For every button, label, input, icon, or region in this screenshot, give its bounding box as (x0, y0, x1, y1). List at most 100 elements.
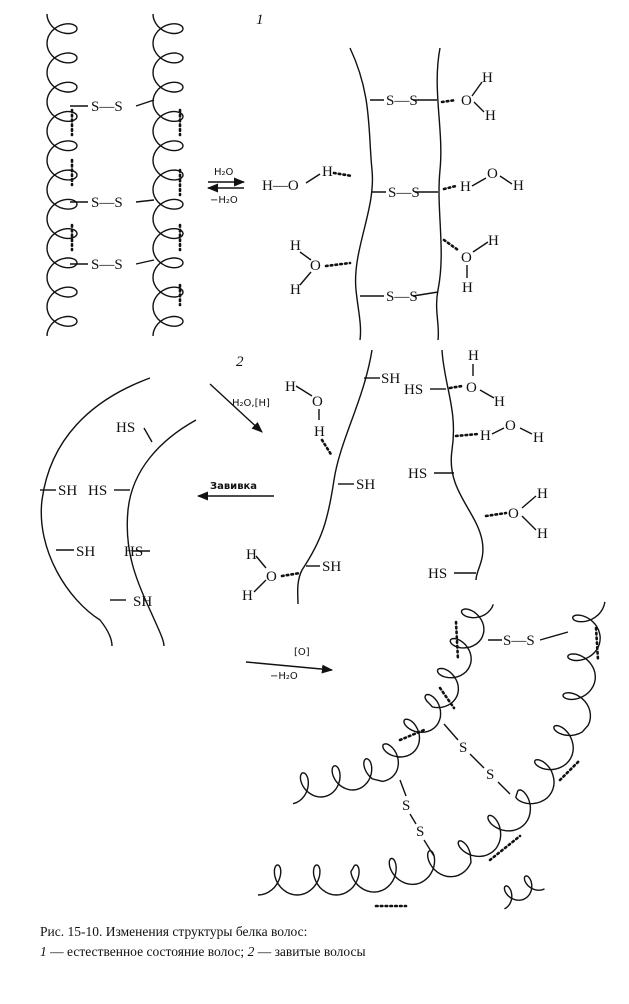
water-hydrogen: H (314, 424, 325, 440)
water-bonds (471, 81, 485, 113)
water-bonds (521, 495, 537, 531)
reduced-chains: SH SH SH HS HS HS H O H H O H H O H H O … (242, 348, 548, 605)
chain-outer (40, 377, 151, 647)
stage-label-2: 2 (236, 354, 244, 370)
hbond-dots (454, 620, 460, 662)
disulfide-bond: S—S (386, 93, 418, 109)
oxidation-water-condition: −H₂O (270, 671, 298, 682)
water-bonds (499, 175, 513, 185)
water-bonds (253, 579, 267, 593)
hbond-dots (280, 571, 302, 578)
stage-label-1: 1 (256, 12, 264, 28)
hbond-dots (558, 758, 582, 782)
native-helices: S—S S—S S—S (46, 13, 184, 337)
water-hydrogen: H (462, 280, 473, 296)
water-oxygen: O (505, 418, 516, 434)
water-hydrogen: H (480, 428, 491, 444)
hbond-dots (442, 184, 458, 191)
legend-num-1: 1 (40, 944, 47, 959)
helix-right-chain (152, 13, 184, 337)
water-hydrogen: H (482, 70, 493, 86)
ss-bond-line (469, 753, 485, 769)
helix-inner-chain (257, 601, 606, 896)
ss-bond-line (70, 259, 155, 265)
curled-helices: S—S S S S S (257, 601, 606, 910)
dehydration-condition: −H₂O (210, 195, 238, 206)
ss-bond-line (497, 781, 511, 795)
water-oxygen: O (310, 258, 321, 274)
thiol-group: SH (133, 594, 152, 610)
chain-right (441, 349, 484, 581)
ss-bond-line (423, 839, 435, 857)
disulfide-bond: S—S (388, 185, 420, 201)
caption-legend: 1 — естественное состояние волос; 2 — за… (40, 942, 620, 962)
thiol-group: SH (58, 483, 77, 499)
water-bonds (491, 427, 505, 435)
ss-bond-line (443, 723, 459, 741)
thiol-group: HS (428, 566, 447, 582)
ss-bond-line (70, 199, 155, 203)
ss-bond-line (399, 779, 407, 797)
arrow-reduction (209, 383, 263, 433)
hydration-condition: H₂O (214, 167, 234, 178)
hydration-equilibrium-arrows: H₂O −H₂O (206, 167, 246, 206)
figure-caption: Рис. 15-10. Изменения структуры белка во… (40, 922, 620, 962)
ss-bond-line (70, 99, 155, 107)
sulfur-atom: S (402, 798, 410, 814)
curling-condition: Завивка (210, 481, 257, 492)
hbond-dots (454, 432, 480, 438)
water-oxygen: O (266, 569, 277, 585)
hbond-dots (594, 626, 600, 662)
ss-bond-line (488, 631, 569, 641)
sulfur-atom: S (459, 740, 467, 756)
water-hydrogen: H (246, 547, 257, 563)
helix-left-chain (46, 13, 78, 337)
disulfide-bond: S—S (503, 633, 535, 649)
legend-text-1: — естественное состояние волос; (46, 944, 248, 959)
disulfide-bond: S—S (91, 99, 123, 115)
water-hydrogen: H (290, 282, 301, 298)
curled-reduced-chains: SH HS SH HS SH HS (40, 377, 197, 647)
water-hydrogen: H (537, 486, 548, 502)
water-oxygen: O (466, 380, 477, 396)
caption-title: Рис. 15-10. Изменения структуры белка во… (40, 924, 308, 939)
water-hydrogen: H (494, 394, 505, 410)
water-molecule: H—O (262, 178, 299, 194)
reduction-condition: H₂O,[H] (232, 398, 270, 409)
sulfur-atom: S (486, 767, 494, 783)
thiol-group: SH (76, 544, 95, 560)
water-hydrogen: H (485, 108, 496, 124)
chain-right (435, 47, 442, 341)
thiol-group: HS (116, 420, 135, 436)
hbond-dots (324, 261, 352, 268)
hbond-dots (398, 728, 426, 742)
disulfide-bond: S—S (91, 257, 123, 273)
water-hydrogen: H (488, 233, 499, 249)
helix-edge-chain (503, 875, 545, 910)
thiol-group: SH (381, 371, 400, 387)
water-hydrogen: H (533, 430, 544, 446)
hbond-dots (442, 238, 460, 252)
water-hydrogen: H (513, 178, 524, 194)
water-bonds (299, 251, 312, 286)
thiol-group: HS (408, 466, 427, 482)
oxidation-condition: [O] (294, 647, 310, 658)
water-oxygen: O (461, 250, 472, 266)
disulfide-bond: S—S (386, 289, 418, 305)
thiol-group: HS (124, 544, 143, 560)
water-hydrogen: H (322, 164, 333, 180)
ss-bond-line (409, 813, 417, 825)
sh-bond (143, 427, 153, 443)
ss-bond-line (360, 291, 439, 297)
thiol-group: HS (88, 483, 107, 499)
thiol-group: SH (322, 559, 341, 575)
hbond-dots (332, 171, 354, 178)
water-hydrogen: H (468, 348, 479, 364)
water-bonds (471, 177, 487, 187)
water-oxygen: O (508, 506, 519, 522)
hbond-dots (440, 98, 458, 104)
hydrated-chains: S—S S—S S—S O H H H O H O H H H—O H H O … (262, 47, 524, 341)
chain-inner (126, 419, 197, 647)
hbond-dots (320, 438, 334, 458)
water-bonds (255, 555, 267, 569)
